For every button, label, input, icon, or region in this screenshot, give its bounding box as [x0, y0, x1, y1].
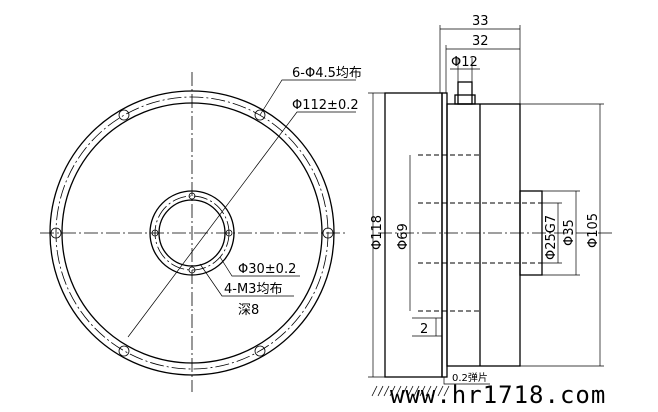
thread-leader	[199, 263, 294, 297]
connector-base	[454, 94, 476, 105]
hatch-line	[395, 385, 402, 397]
bolt-hole	[254, 345, 266, 357]
bore-label: Φ30±0.2	[238, 262, 296, 277]
gap-leader	[443, 377, 490, 385]
bolt-holes-leader	[259, 79, 356, 116]
flange-inner-circle	[61, 102, 323, 364]
hatch-line	[431, 385, 438, 397]
hatch-line	[389, 385, 396, 397]
threads-label: 4-M3均布	[224, 282, 282, 297]
gap-note-label: 0.2弹片	[452, 371, 488, 384]
pitch-circle-leader	[127, 111, 356, 338]
inner-dia-label: Φ69	[396, 223, 411, 250]
hatch-line	[437, 385, 444, 397]
hatch-strip	[371, 385, 450, 397]
bolt-hole	[118, 345, 130, 357]
bore-circle	[158, 199, 226, 267]
hatch-line	[377, 385, 384, 397]
thread-hole	[151, 229, 159, 237]
hatch-line	[383, 385, 390, 397]
flange-plate	[384, 92, 443, 378]
main-body	[446, 103, 521, 367]
overall-width-label: 33	[472, 14, 489, 29]
hub-dia-label: Φ35	[562, 219, 577, 246]
bolt-hole	[50, 227, 62, 239]
bolt-hole	[254, 109, 266, 121]
thread-hole	[188, 192, 196, 200]
hub-outer-circle	[149, 190, 235, 276]
outer-dia-label: Φ118	[370, 215, 385, 250]
pitch-circle-label: Φ112±0.2	[292, 98, 359, 113]
step-label: 2	[420, 322, 428, 337]
thread-holes	[151, 192, 233, 274]
hatch-line	[419, 385, 426, 397]
connector-body	[457, 81, 473, 105]
bolt-holes	[50, 109, 334, 357]
connector-dia-label: Φ12	[451, 55, 478, 70]
hatch-line	[371, 385, 378, 397]
hatch-line	[401, 385, 408, 397]
bolt-pitch-circle	[55, 96, 329, 370]
thread-hole	[188, 266, 196, 274]
side-view: 33 32 Φ12 Φ118 Φ69 Φ25G7 Φ35 Φ105	[368, 14, 612, 385]
bolt-hole	[118, 109, 130, 121]
front-view: 6-Φ4.5均布 Φ112±0.2 Φ30±0.2 4-M3均布 深8	[40, 66, 362, 392]
bore-leader	[219, 256, 300, 277]
hatch-line	[425, 385, 432, 397]
hatch-line	[407, 385, 414, 397]
body-dia-label: Φ105	[586, 213, 601, 248]
shaft-dia-label: Φ25G7	[544, 215, 559, 260]
thread-hole	[225, 229, 233, 237]
hub-protrusion	[519, 190, 543, 276]
thread-pitch-circle	[154, 195, 230, 271]
outer-rim-circle	[49, 90, 335, 376]
body-width-label: 32	[472, 34, 489, 49]
depth-label: 深8	[238, 303, 259, 318]
watermark-text: www.hr1718.com	[390, 381, 606, 409]
hatch-line	[413, 385, 420, 397]
hatch-line	[443, 385, 450, 397]
spring-plate	[441, 92, 448, 378]
bolt-holes-label: 6-Φ4.5均布	[292, 66, 362, 81]
bolt-hole	[322, 227, 334, 239]
